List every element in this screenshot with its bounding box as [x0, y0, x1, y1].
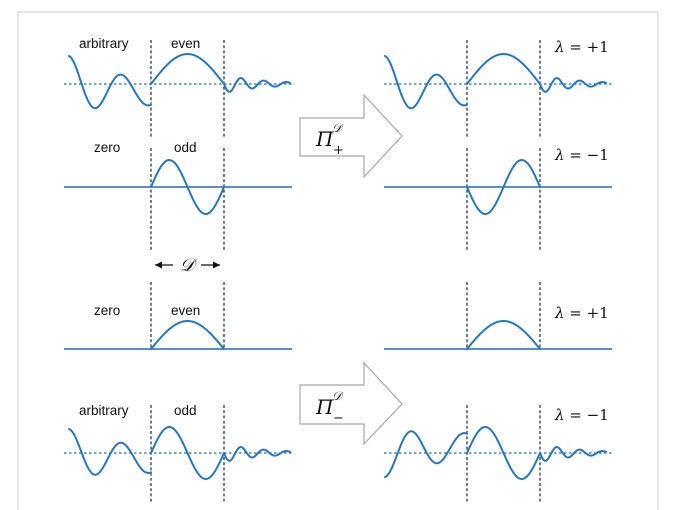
input-4-left-label: arbitrary [79, 403, 129, 418]
eigenvalue-1-equals: = [565, 38, 587, 56]
input-4-mid-label: odd [174, 403, 197, 418]
output-2-curve [466, 159, 541, 215]
domain-label: 𝒟 [180, 255, 198, 276]
domain-width-marker: 𝒟 [155, 255, 220, 276]
eigenvalue-4-value: −1 [587, 406, 609, 424]
projector-minus-symbol: Π [315, 395, 334, 419]
eigenvalue-1-value: +1 [587, 38, 609, 56]
input-panel-3: zero even [64, 282, 292, 350]
svg-text:λ = −1: λ = −1 [554, 406, 609, 424]
eigenvalue-2-equals: = [565, 146, 587, 164]
eigenvalue-2-symbol: λ [554, 146, 565, 164]
eigenvalue-1-symbol: λ [554, 38, 565, 56]
projector-minus-arrow: Π 𝒟 − [299, 361, 403, 446]
output-1-curve [384, 53, 607, 110]
output-panel-4: λ = −1 [384, 405, 612, 502]
projector-plus-superscript: 𝒟 [332, 121, 344, 135]
domain-arrowhead-left [155, 261, 162, 269]
input-2-mid-label: odd [174, 140, 197, 155]
svg-text:Π: Π [315, 395, 334, 419]
svg-text:λ = +1: λ = +1 [554, 304, 609, 322]
svg-text:Π: Π [315, 127, 334, 151]
eigenvalue-3-equals: = [565, 304, 587, 322]
input-1-mid-label: even [171, 36, 200, 51]
eigenvalue-4-symbol: λ [554, 406, 565, 424]
svg-text:λ = +1: λ = +1 [554, 38, 609, 56]
domain-arrowhead-right [213, 261, 220, 269]
eigenvalue-3-symbol: λ [554, 304, 565, 322]
projector-minus-subscript: − [333, 411, 344, 426]
projector-plus-subscript: + [333, 143, 344, 158]
input-3-left-label: zero [94, 303, 120, 318]
eigenvalue-4-equals: = [565, 406, 587, 424]
input-1-left-label: arbitrary [79, 36, 129, 51]
projector-minus-superscript: 𝒟 [332, 389, 344, 403]
input-2-curve [150, 159, 225, 215]
input-panel-1: arbitrary even [64, 36, 292, 138]
projector-minus-arrow-shape [299, 361, 403, 446]
output-panel-2: λ = −1 [384, 146, 612, 250]
input-panel-2: zero odd [64, 140, 292, 250]
projector-plus-arrow-shape [299, 93, 403, 179]
output-panel-3: λ = +1 [384, 282, 612, 350]
svg-text:λ = −1: λ = −1 [554, 146, 609, 164]
output-3-curve [466, 320, 541, 350]
output-panel-1: λ = +1 [384, 38, 612, 138]
input-panel-4: arbitrary odd [64, 403, 292, 502]
eigenvalue-2-value: −1 [587, 146, 609, 164]
input-3-mid-label: even [171, 303, 200, 318]
input-4-curve [68, 426, 291, 480]
output-4-curve [384, 426, 607, 480]
input-1-curve [68, 53, 291, 110]
projector-plus-arrow: Π 𝒟 + [299, 93, 403, 179]
figure-frame [17, 11, 659, 510]
projector-plus-symbol: Π [315, 127, 334, 151]
input-3-curve [150, 320, 225, 350]
input-2-left-label: zero [94, 140, 120, 155]
eigenvalue-3-value: +1 [587, 304, 609, 322]
